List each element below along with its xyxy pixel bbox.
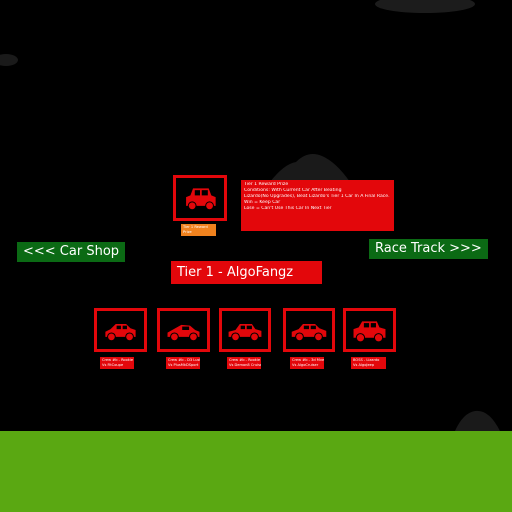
- cloud-bottom: [455, 410, 500, 431]
- car-icon: [186, 188, 216, 211]
- car-icon: [228, 323, 262, 342]
- car-icon: [291, 323, 327, 342]
- cloud-mountain: [270, 154, 350, 182]
- opponent-tag-line1: Crew #b - Rookie: [229, 358, 261, 362]
- reward-tag-line2: Prize: [183, 229, 192, 234]
- opponent-card-4[interactable]: [283, 308, 335, 352]
- reward-tag-line1: Tier 1 Reward: [183, 225, 208, 229]
- opponent-tag-1: Crew #b - Rookie Vs FitCoupe: [100, 357, 134, 369]
- reward-info-line: Conditions: With Current Car After Beati…: [244, 188, 342, 193]
- opponent-tag-line1: Crew #b - Rookie: [102, 358, 134, 362]
- opponent-tag-3: Crew #b - Rookie Vs Demon8 Cruiser: [227, 357, 261, 369]
- car-shop-button[interactable]: <<< Car Shop: [17, 242, 126, 262]
- reward-tag: Tier 1 Reward Prize: [181, 224, 216, 236]
- opponent-tag-boss: BOSS - Lizardo Vs AlgoJeep: [351, 357, 386, 369]
- opponent-tag-line1: BOSS - Lizardo: [353, 358, 380, 362]
- reward-info-panel: Tier 1 Reward Prize Conditions: With Cur…: [241, 180, 394, 231]
- cloud-top: [375, 0, 475, 13]
- opponent-tag-4: Crew #b - 3d Mvest Vs AlgoCruiser: [290, 357, 324, 369]
- opponent-tag-line2: Vs Demon8 Cruiser: [229, 362, 261, 367]
- opponent-card-boss[interactable]: [343, 308, 396, 352]
- reward-info-line: Tier 1 Reward Prize: [244, 182, 289, 187]
- ground: [0, 431, 512, 512]
- reward-car-card[interactable]: [173, 175, 227, 221]
- car-icon: [353, 321, 386, 343]
- reward-info-line: Lizardo(No Upgrades), Beat Lizardo's Tie…: [244, 194, 390, 199]
- opponent-tag-line2: Vs PlusMkDSport: [168, 362, 199, 367]
- opponent-tag-line1: Crew #b - 3d Mvest: [292, 358, 324, 362]
- opponent-tag-line1: Crew #b - D3 Lustre: [168, 358, 200, 362]
- race-track-button[interactable]: Race Track >>>: [369, 239, 488, 259]
- opponent-tag-line2: Vs AlgoCruiser: [292, 362, 319, 367]
- opponent-card-3[interactable]: [219, 308, 271, 352]
- opponent-tag-2: Crew #b - D3 Lustre Vs PlusMkDSport: [166, 357, 200, 369]
- reward-info-line: Lose = Can't Use This Car In Next Tier: [244, 206, 332, 211]
- opponent-card-1[interactable]: [94, 308, 147, 352]
- reward-info-line: Win = Keep Car: [244, 200, 281, 205]
- opponent-tag-line2: Vs FitCoupe: [102, 362, 124, 367]
- car-icon: [167, 324, 200, 342]
- car-icon: [105, 323, 136, 342]
- cloud-left: [0, 54, 18, 66]
- tier-title: Tier 1 - AlgoFangz: [171, 261, 322, 284]
- opponent-card-2[interactable]: [157, 308, 210, 352]
- opponent-tag-line2: Vs AlgoJeep: [353, 362, 375, 367]
